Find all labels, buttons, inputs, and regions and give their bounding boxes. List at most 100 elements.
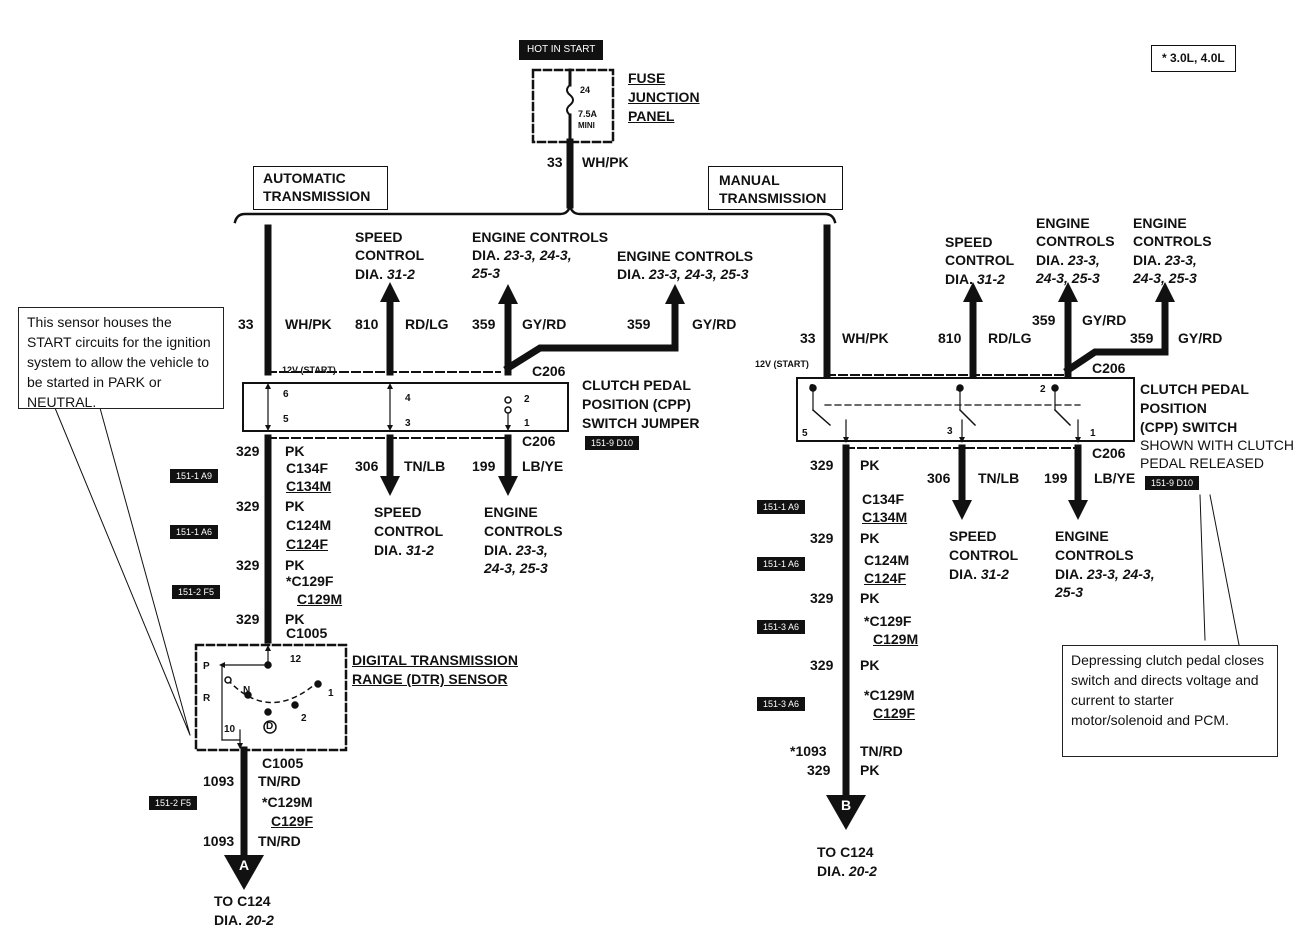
auto-dtr-r: R	[203, 693, 211, 704]
manual-pk-a: PK	[860, 457, 880, 473]
manual-w359b-color: GY/RD	[1178, 330, 1223, 346]
auto-w199: 199	[472, 458, 496, 474]
auto-c129f: *C129F	[286, 573, 334, 589]
auto-pin-6: 6	[283, 389, 289, 400]
manual-pk-e: PK	[860, 762, 880, 778]
manual-sc2-line2: CONTROL	[949, 547, 1019, 563]
auto-title-line2: TRANSMISSION	[263, 188, 371, 204]
dtr-sensor-box	[194, 643, 348, 752]
manual-tnrd: TN/RD	[860, 743, 903, 759]
fuse-panel-line1: FUSE	[628, 70, 666, 86]
auto-tag3: 151-2 F5	[172, 585, 221, 599]
manual-w306-color: TN/LB	[978, 470, 1020, 486]
auto-c206-bot: C206	[522, 433, 556, 449]
manual-pk-b: PK	[860, 530, 880, 546]
manual-sw-line4: SHOWN WITH CLUTCH	[1140, 437, 1294, 453]
manual-sc-line2: CONTROL	[945, 252, 1015, 268]
manual-w33-color: WH/PK	[842, 330, 889, 346]
auto-w329c: 329	[236, 557, 260, 573]
auto-sc-line2: CONTROL	[355, 247, 425, 263]
auto-w359b-color: GY/RD	[692, 316, 737, 332]
auto-c124m: C124M	[286, 517, 332, 533]
auto-c134f: C134F	[286, 460, 329, 476]
auto-to-dia: DIA.	[214, 912, 242, 928]
manual-ec3-ref2: 25-3	[1055, 584, 1084, 600]
fuse-type: MINI	[578, 121, 595, 130]
manual-w329a: 329	[810, 457, 834, 473]
auto-sw-line1: CLUTCH PEDAL	[582, 377, 691, 393]
auto-ec2-dia: DIA.	[617, 266, 645, 282]
auto-sc-ref: 31-2	[386, 266, 415, 282]
manual-pin-2: 2	[1040, 384, 1046, 395]
manual-title-box	[708, 166, 843, 210]
auto-sw-line2: POSITION (CPP)	[582, 396, 691, 412]
auto-dtr-2: 2	[301, 713, 307, 724]
auto-title-line1: AUTOMATIC	[263, 170, 346, 186]
auto-w359-color: GY/RD	[522, 316, 567, 332]
manual-sc2-line1: SPEED	[949, 528, 997, 544]
manual-title-line1: MANUAL	[719, 172, 780, 188]
auto-c124f: C124F	[286, 536, 329, 552]
manual-pk-c: PK	[860, 590, 880, 606]
manual-w1093: *1093	[790, 743, 827, 759]
auto-sc2-dia: DIA.	[374, 542, 402, 558]
manual-ec3-line2: CONTROLS	[1055, 547, 1134, 563]
manual-ec2-dia: DIA.	[1133, 252, 1161, 268]
manual-sc2-ref: 31-2	[980, 566, 1009, 582]
manual-ec3-line1: ENGINE	[1055, 528, 1109, 544]
auto-pin-1: 1	[524, 418, 530, 429]
auto-tag2: 151-1 A6	[170, 525, 219, 539]
auto-w199-color: LB/YE	[522, 458, 564, 474]
auto-ec3-dia: DIA.	[484, 542, 512, 558]
manual-w359-color: GY/RD	[1082, 312, 1127, 328]
manual-ec2-ref: 23-3,	[1164, 252, 1197, 268]
auto-ec1-ref: 23-3, 24-3,	[503, 247, 572, 263]
auto-tnrd-a: TN/RD	[258, 773, 301, 789]
manual-w329e: 329	[807, 762, 831, 778]
fuse-panel-line2: JUNCTION	[628, 89, 700, 105]
manual-c134f: C134F	[862, 491, 905, 507]
auto-to-ref: 20-2	[245, 912, 274, 928]
manual-w359: 359	[1032, 312, 1056, 328]
manual-pk-d: PK	[860, 657, 880, 673]
manual-title-line2: TRANSMISSION	[719, 190, 827, 206]
auto-pin-5: 5	[283, 414, 289, 425]
manual-tag1: 151-1 A9	[757, 500, 806, 514]
auto-ec1-ref2: 25-3	[472, 265, 501, 281]
auto-tnrd-b: TN/RD	[258, 833, 301, 849]
manual-ec1-ref: 23-3,	[1067, 252, 1100, 268]
auto-tag4: 151-2 F5	[149, 796, 198, 810]
manual-ec1-dia: DIA.	[1036, 252, 1064, 268]
auto-c129m2: *C129M	[262, 794, 313, 810]
manual-ec1-ref2: 24-3, 25-3	[1036, 270, 1100, 286]
cpp-switch-box	[796, 377, 1135, 442]
manual-w810-color: RD/LG	[988, 330, 1032, 346]
auto-sw-ref: 151-9 D10	[585, 436, 640, 450]
auto-w329d: 329	[236, 611, 260, 627]
manual-sw-line1: CLUTCH PEDAL	[1140, 381, 1249, 397]
manual-ec2-ref2: 24-3, 25-3	[1133, 270, 1197, 286]
fuse-panel-box	[531, 68, 615, 144]
auto-title-box	[253, 166, 388, 210]
auto-w306-color: TN/LB	[404, 458, 446, 474]
manual-w329d: 329	[810, 657, 834, 673]
auto-ec3-ref: 23-3,	[515, 542, 548, 558]
manual-tag2: 151-1 A6	[757, 557, 806, 571]
connector-a-shape	[224, 855, 264, 890]
manual-c124m: C124M	[864, 552, 910, 568]
manual-w329c: 329	[810, 590, 834, 606]
auto-dtr-line1: DIGITAL TRANSMISSION	[352, 652, 518, 668]
manual-w33: 33	[800, 330, 816, 346]
manual-c129m2: *C129M	[864, 687, 915, 703]
hot-in-start-label: HOT IN START	[519, 40, 604, 60]
auto-w359b: 359	[627, 316, 651, 332]
manual-ec2-line1: ENGINE	[1133, 215, 1187, 231]
cpp-jumper-box	[242, 382, 569, 432]
auto-ec2-ref: 23-3, 24-3, 25-3	[648, 266, 749, 282]
auto-to-line1: TO C124	[214, 893, 271, 909]
manual-w359b: 359	[1130, 330, 1154, 346]
manual-sc-line1: SPEED	[945, 234, 993, 250]
auto-ec3-line2: CONTROLS	[484, 523, 563, 539]
auto-dtr-p: P	[203, 661, 210, 672]
manual-c206-top: C206	[1092, 360, 1126, 376]
